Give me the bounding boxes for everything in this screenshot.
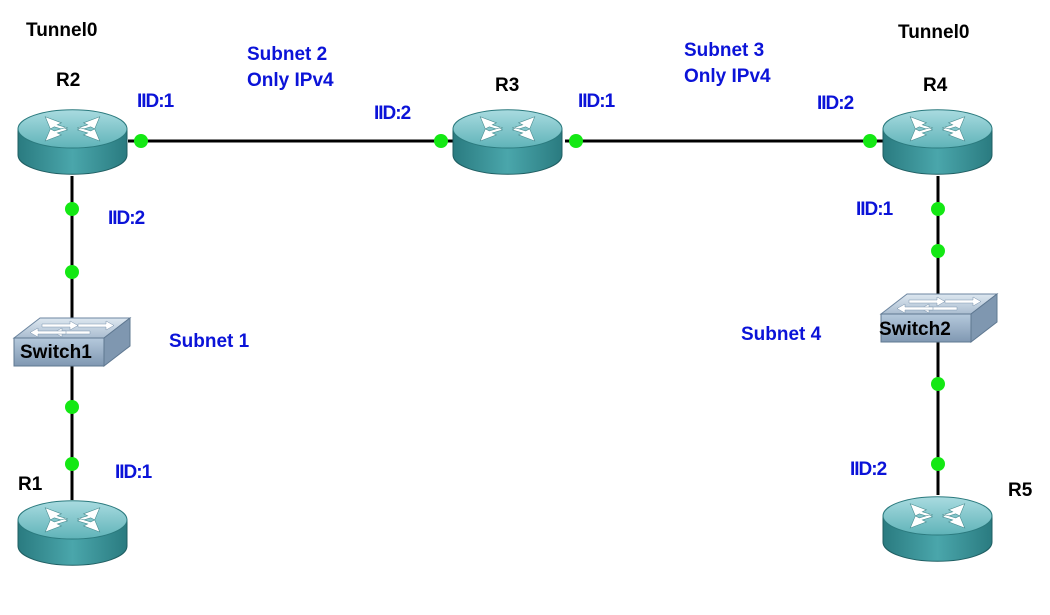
port-r4-left[interactable] (863, 134, 877, 148)
iid-r2-right-label: IID:1 (137, 91, 175, 112)
subnet-3-label: Subnet 3 (684, 40, 764, 61)
router-r4-icon[interactable] (882, 109, 993, 175)
port-switch1-up[interactable] (65, 265, 79, 279)
iid-r1-label: IID:1 (115, 462, 153, 483)
router-r5-icon[interactable] (882, 496, 993, 562)
router-r2-label: R2 (56, 70, 80, 91)
router-r4-label: R4 (923, 75, 948, 96)
switch2-label: Switch2 (879, 319, 951, 340)
port-r3-right[interactable] (569, 134, 583, 148)
router-r3-label: R3 (495, 75, 519, 96)
subnet-1-label: Subnet 1 (169, 331, 250, 352)
port-r1-up[interactable] (65, 457, 79, 471)
port-r4-down[interactable] (931, 202, 945, 216)
subnet-2-note: Only IPv4 (247, 70, 334, 91)
router-r3-icon[interactable] (452, 109, 563, 175)
iid-r2-down-label: IID:2 (108, 208, 145, 229)
router-r1-label: R1 (18, 474, 43, 495)
iid-r3-right-label: IID:1 (578, 91, 616, 112)
iid-r5-label: IID:2 (850, 459, 887, 480)
links (70, 139, 940, 500)
port-r5-up[interactable] (931, 457, 945, 471)
port-switch1-down[interactable] (65, 400, 79, 414)
subnet-2-label: Subnet 2 (247, 44, 327, 65)
ports (65, 134, 945, 471)
tunnel-r2-label: Tunnel0 (26, 20, 97, 41)
tunnel-r4-label: Tunnel0 (898, 22, 969, 43)
port-switch2-up[interactable] (931, 244, 945, 258)
iid-r3-left-label: IID:2 (374, 103, 411, 124)
router-r5-label: R5 (1008, 480, 1033, 501)
iid-r4-down-label: IID:1 (856, 199, 894, 220)
port-r3-left[interactable] (434, 134, 448, 148)
port-switch2-down[interactable] (931, 377, 945, 391)
subnet-3-note: Only IPv4 (684, 66, 771, 87)
router-r1-icon[interactable] (17, 500, 128, 566)
subnet-4-label: Subnet 4 (741, 324, 822, 345)
iid-r4-left-label: IID:2 (817, 93, 854, 114)
port-r2-right[interactable] (134, 134, 148, 148)
router-r2-icon[interactable] (17, 109, 128, 175)
port-r2-down[interactable] (65, 202, 79, 216)
switch1-label: Switch1 (20, 342, 92, 363)
